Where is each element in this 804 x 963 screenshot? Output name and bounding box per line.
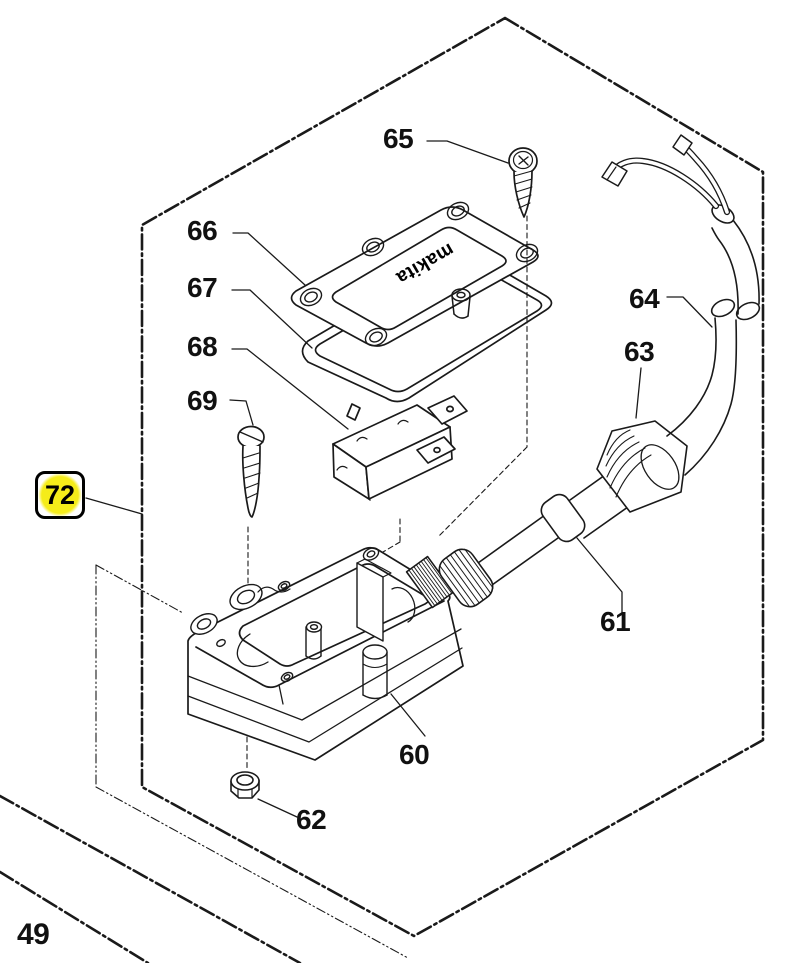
figure-group-border-49 (0, 794, 302, 963)
callout-68: 68 (187, 331, 218, 362)
part-63-nut (596, 420, 688, 513)
callout-65: 65 (383, 123, 414, 154)
part-69-screw (237, 425, 265, 518)
lead-wires (601, 134, 731, 216)
callout-67: 67 (187, 272, 218, 303)
group-callout-72-number: 72 (44, 479, 76, 510)
callout-63: 63 (624, 336, 655, 367)
callout-62: 62 (296, 804, 327, 835)
group-callout-72-badge: 72 (35, 471, 85, 519)
part-66-cover (290, 201, 539, 347)
part-65-screw (508, 147, 538, 218)
callout-64: 64 (629, 283, 660, 314)
part-60-housing (187, 546, 464, 761)
callout-49-neighbor-group: 49 (17, 918, 50, 951)
cord-connector-assembly (405, 134, 761, 609)
part-62-nut (230, 771, 260, 799)
callout-61: 61 (600, 606, 631, 637)
callout-66: 66 (187, 215, 218, 246)
callout-69: 69 (187, 385, 218, 416)
callout-60: 60 (399, 739, 430, 770)
part-61-sleeve (540, 493, 586, 543)
part-68-switch (332, 395, 468, 500)
overlap-region-outline (95, 564, 409, 959)
part-64-sheath (711, 204, 761, 321)
callout-leader-lines (85, 140, 713, 818)
figure-group-border-72 (140, 16, 765, 938)
